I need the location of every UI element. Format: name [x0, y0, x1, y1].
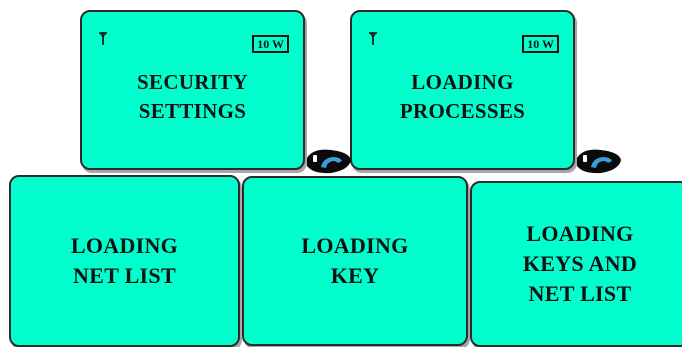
loading-keys-and-net-list-button[interactable]: LOADING KEYS AND NET LIST [470, 181, 682, 347]
loading-key-button[interactable]: LOADING KEY [242, 176, 468, 346]
button-label: LOADING NET LIST [70, 233, 179, 288]
screen-title: SECURITY SETTINGS [137, 70, 248, 123]
screen-title: LOADING PROCESSES [399, 70, 526, 123]
button-label: LOADING KEY [301, 233, 409, 288]
button-label: LOADING KEYS AND NET LIST [522, 221, 638, 306]
power-level-badge: 10 W [252, 35, 289, 53]
phone-handset-icon [577, 149, 621, 174]
phone-handset-icon [307, 149, 351, 174]
antenna-icon [99, 32, 107, 45]
security-settings-screen: 10 W SECURITY SETTINGS [80, 10, 305, 170]
loading-net-list-button[interactable]: LOADING NET LIST [9, 175, 240, 347]
power-level-badge: 10 W [522, 35, 559, 53]
loading-processes-screen: 10 W LOADING PROCESSES [350, 10, 575, 170]
antenna-icon [369, 32, 377, 45]
